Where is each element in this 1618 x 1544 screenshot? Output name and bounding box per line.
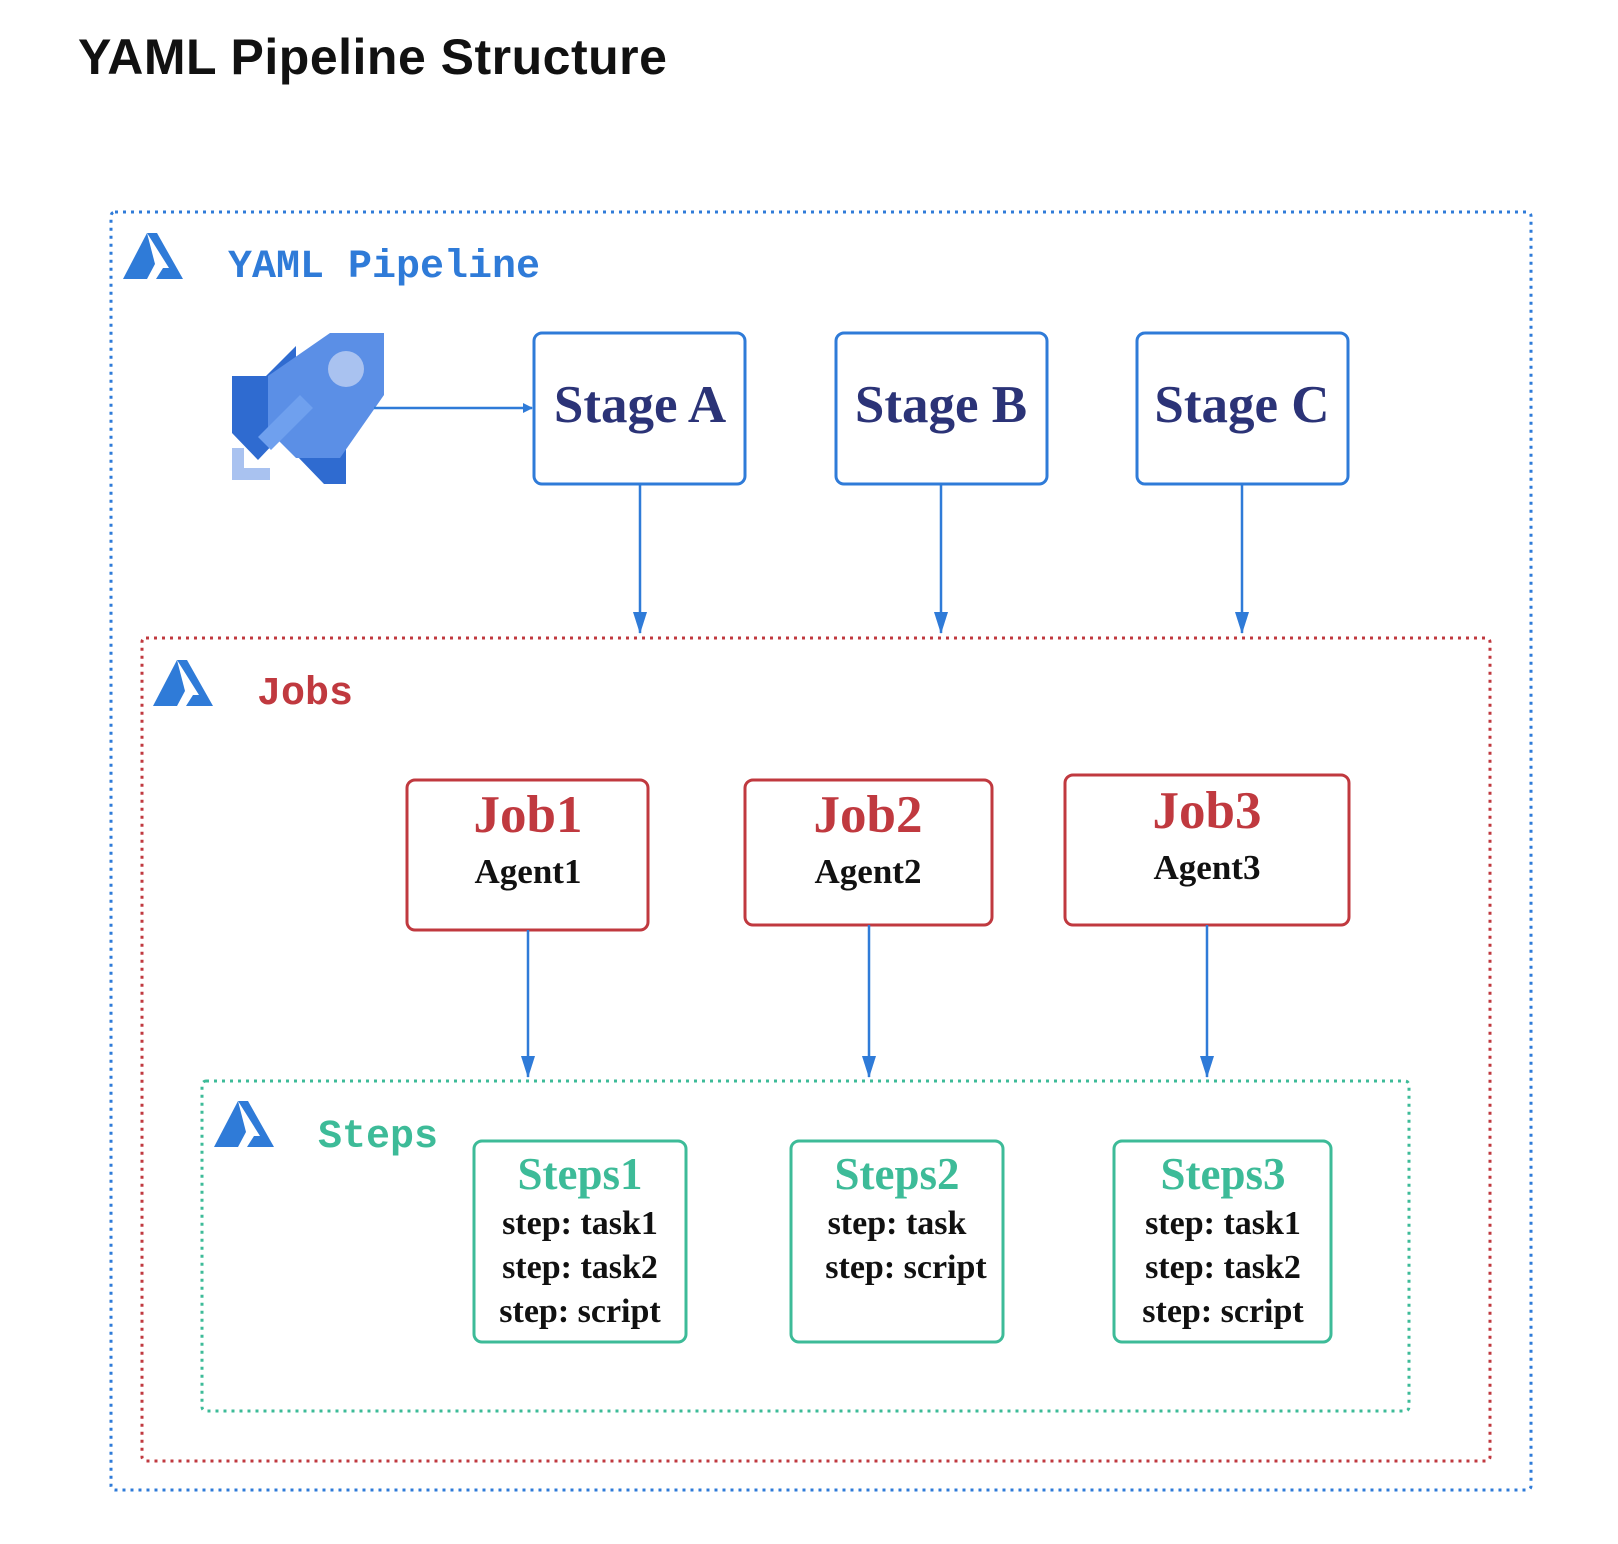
step-line: step: script bbox=[499, 1293, 661, 1330]
job-name: Job1 bbox=[474, 786, 583, 844]
pipeline-label: YAML Pipeline bbox=[228, 245, 540, 290]
job-name: Job3 bbox=[1153, 782, 1262, 840]
stage-b-box: Stage B bbox=[834, 331, 1049, 486]
job1-box: Job1 Agent1 bbox=[405, 778, 650, 932]
steps-name: Steps2 bbox=[834, 1149, 959, 1199]
job-agent: Agent2 bbox=[815, 852, 922, 891]
jobs-label: Jobs bbox=[257, 672, 353, 717]
step-line: step: script bbox=[1142, 1293, 1304, 1330]
azure-devops-logo-icon bbox=[214, 1101, 274, 1147]
stage-label: Stage B bbox=[855, 376, 1027, 434]
azure-devops-logo-icon bbox=[153, 660, 213, 706]
step-line: step: task1 bbox=[502, 1205, 658, 1242]
stage-c-box: Stage C bbox=[1135, 331, 1350, 486]
job2-box: Job2 Agent2 bbox=[743, 778, 994, 927]
job-name: Job2 bbox=[814, 786, 923, 844]
steps-label: Steps bbox=[318, 1115, 438, 1160]
jobs-container bbox=[140, 636, 1492, 1463]
stage-label: Stage C bbox=[1154, 376, 1329, 434]
job-agent: Agent3 bbox=[1154, 848, 1261, 887]
steps2-box: Steps2 step: task step: script bbox=[789, 1139, 1005, 1344]
page-title: YAML Pipeline Structure bbox=[78, 29, 668, 85]
step-line: step: script bbox=[825, 1249, 987, 1286]
steps-name: Steps3 bbox=[1160, 1149, 1285, 1199]
pipeline-container bbox=[109, 210, 1533, 1492]
azure-devops-logo-icon bbox=[123, 233, 183, 279]
step-line: step: task2 bbox=[502, 1249, 658, 1286]
azure-pipelines-rocket-icon bbox=[232, 333, 384, 484]
step-line: step: task2 bbox=[1145, 1249, 1301, 1286]
steps1-box: Steps1 step: task1 step: task2 step: scr… bbox=[472, 1139, 688, 1344]
job3-box: Job3 Agent3 bbox=[1063, 773, 1351, 927]
steps3-box: Steps3 step: task1 step: task2 step: scr… bbox=[1112, 1139, 1333, 1344]
stage-label: Stage A bbox=[554, 376, 726, 434]
step-line: step: task bbox=[828, 1205, 967, 1242]
steps-name: Steps1 bbox=[517, 1149, 642, 1199]
step-line: step: task1 bbox=[1145, 1205, 1301, 1242]
stage-a-box: Stage A bbox=[532, 331, 747, 486]
job-agent: Agent1 bbox=[475, 852, 582, 891]
